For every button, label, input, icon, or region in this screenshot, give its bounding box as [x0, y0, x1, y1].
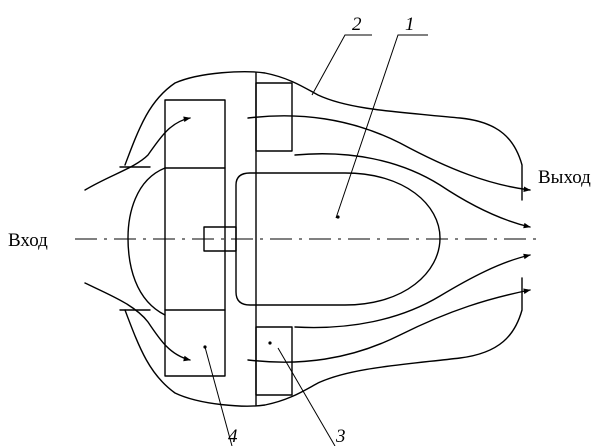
inner-housing [127, 167, 166, 316]
flow-inner-bottom [294, 253, 531, 329]
leader-3-dot [268, 341, 272, 345]
flow-inlet-top [84, 116, 191, 191]
label-part-4: 4 [228, 426, 238, 446]
leader-2 [311, 34, 372, 96]
leader-4-dot [203, 345, 207, 349]
label-inlet: Вход [8, 230, 48, 251]
flow-inner-top [294, 153, 531, 229]
outer-casing-top [124, 71, 523, 201]
central-body [235, 172, 441, 306]
flow-outer-bottom [247, 288, 531, 363]
label-part-1: 1 [405, 14, 415, 35]
leader-1 [335, 34, 428, 219]
rotor-wheel [164, 99, 226, 377]
outer-casing-bottom [124, 277, 523, 407]
leader-4 [204, 346, 233, 446]
label-part-2: 2 [352, 14, 362, 35]
flow-outer-top [247, 115, 531, 192]
body-center-point [336, 215, 340, 219]
leader-3 [277, 347, 336, 446]
flow-inlet-bottom [84, 282, 191, 362]
label-part-3: 3 [335, 426, 346, 446]
label-outlet: Выход [538, 167, 591, 188]
